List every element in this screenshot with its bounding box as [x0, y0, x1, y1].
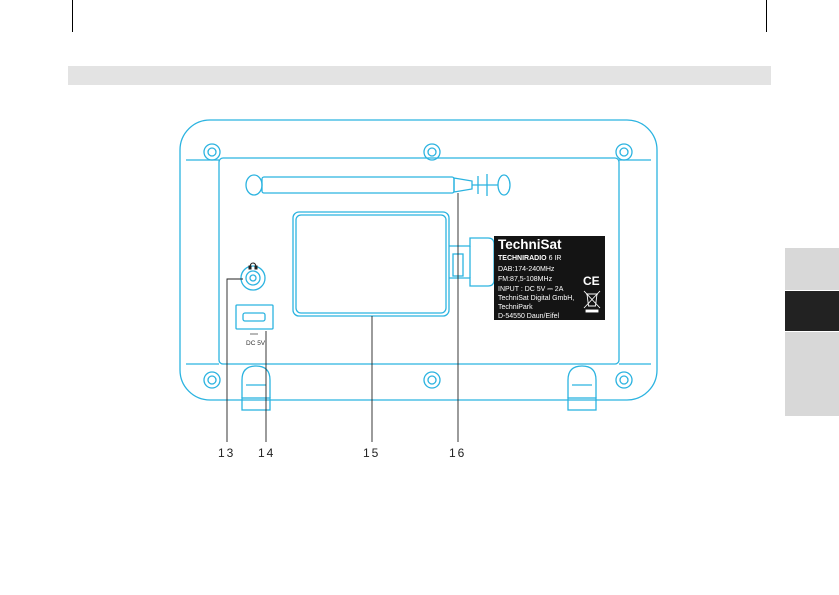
label-line: TechniPark	[498, 304, 533, 311]
label-line: D-54550 Daun/Eifel	[498, 313, 560, 320]
leader-line-13	[227, 279, 243, 442]
label-line: TechniSat Digital GmbH,	[498, 295, 574, 302]
screw	[616, 372, 632, 388]
headphone-jack	[241, 266, 265, 290]
antenna-clip	[449, 238, 494, 286]
dc-port-marking: DC 5V	[246, 334, 266, 347]
screw	[616, 144, 632, 160]
rating-label: TechniSat TECHNIRADIO 6 IR DAB:174-240MH…	[494, 236, 605, 320]
foot-right	[568, 366, 596, 410]
telescopic-antenna	[246, 174, 510, 196]
callout-14: 14	[258, 446, 275, 460]
battery-cover	[293, 212, 449, 316]
dc-label: DC 5V	[246, 340, 266, 347]
callout-16: 16	[449, 446, 466, 460]
screw	[204, 144, 220, 160]
callout-15: 15	[363, 446, 380, 460]
screw	[204, 372, 220, 388]
screw	[424, 372, 440, 388]
label-line: INPUT : DC 5V ⎓ 2A	[498, 286, 564, 293]
usb-dc-port	[236, 305, 273, 329]
callout-13: 13	[218, 446, 235, 460]
label-line: FM:87,5-108MHz	[498, 276, 553, 283]
label-model: TECHNIRADIO 6 IR	[498, 255, 561, 262]
label-brand: TechniSat	[498, 237, 562, 252]
label-line: DAB:174-240MHz	[498, 266, 555, 273]
ce-mark: CE	[583, 274, 600, 288]
